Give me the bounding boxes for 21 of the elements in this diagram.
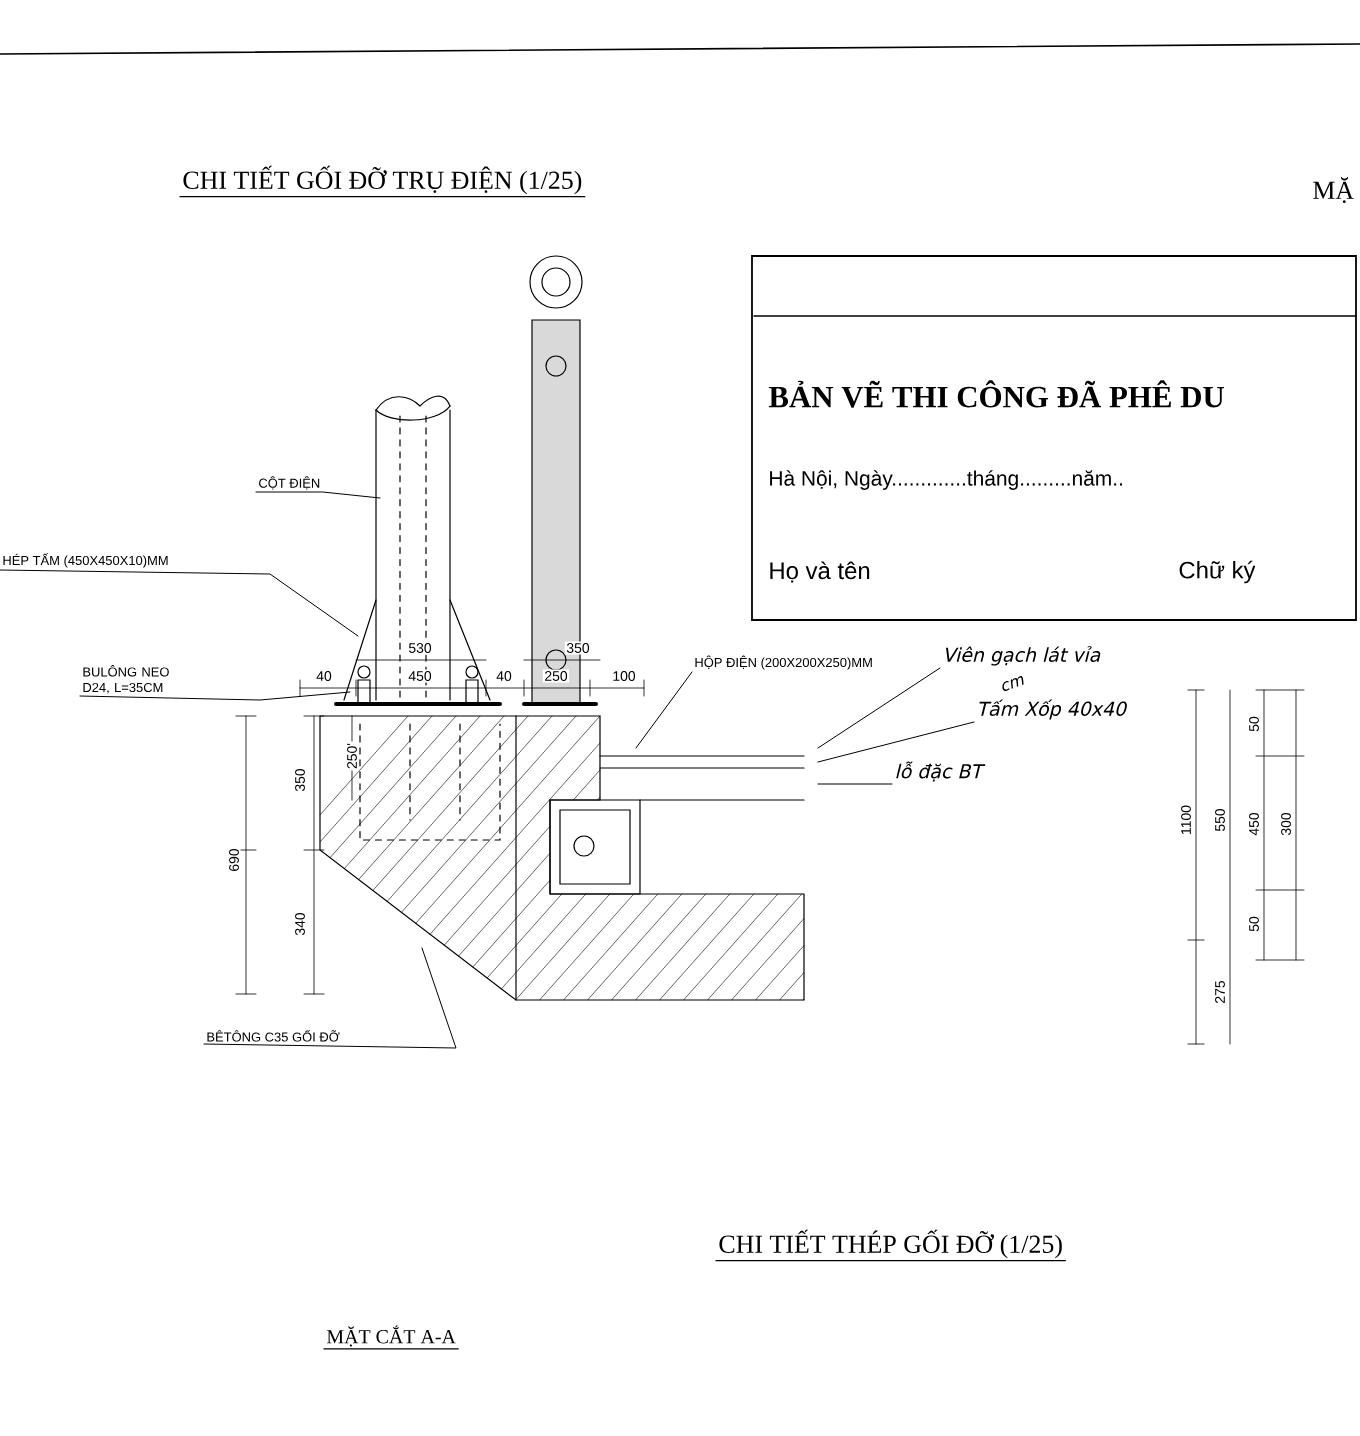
leader-line: [79, 691, 351, 701]
leader-label: Viên gạch lát vỉa: [946, 646, 1101, 666]
cut-heading: MẶ: [1313, 176, 1354, 204]
name-field-label: Họ và tên: [770, 561, 870, 583]
leader-line: [255, 491, 381, 499]
title-block-heading: BẢN VẼ THI CÔNG ĐÃ PHÊ DU: [768, 380, 1224, 408]
leader-label: Tấm Xốp 40x40: [979, 699, 1127, 720]
signature-label: Chữ ký: [1179, 560, 1256, 584]
leader-line: [817, 783, 893, 785]
leader-line: [817, 667, 941, 749]
title-block: [751, 255, 1357, 621]
drawing-title: CHI TIẾT GỐI ĐỠ TRỤ ĐIỆN (1/25): [179, 165, 586, 198]
drawing-title: MẶT CẮT A-A: [323, 1325, 459, 1350]
date-line: Hà Nội, Ngày.............tháng.........năm..: [770, 470, 1122, 490]
leader-label: lỗ đặc BT: [896, 761, 986, 782]
handwritten-note: cm: [1002, 676, 1024, 691]
leader-line: [0, 569, 359, 637]
leader-line: [203, 947, 457, 1049]
drawing-title: CHI TIẾT THÉP GỐI ĐỠ (1/25): [715, 1229, 1066, 1262]
leader-line: [817, 721, 975, 763]
leader-line: [635, 671, 693, 749]
